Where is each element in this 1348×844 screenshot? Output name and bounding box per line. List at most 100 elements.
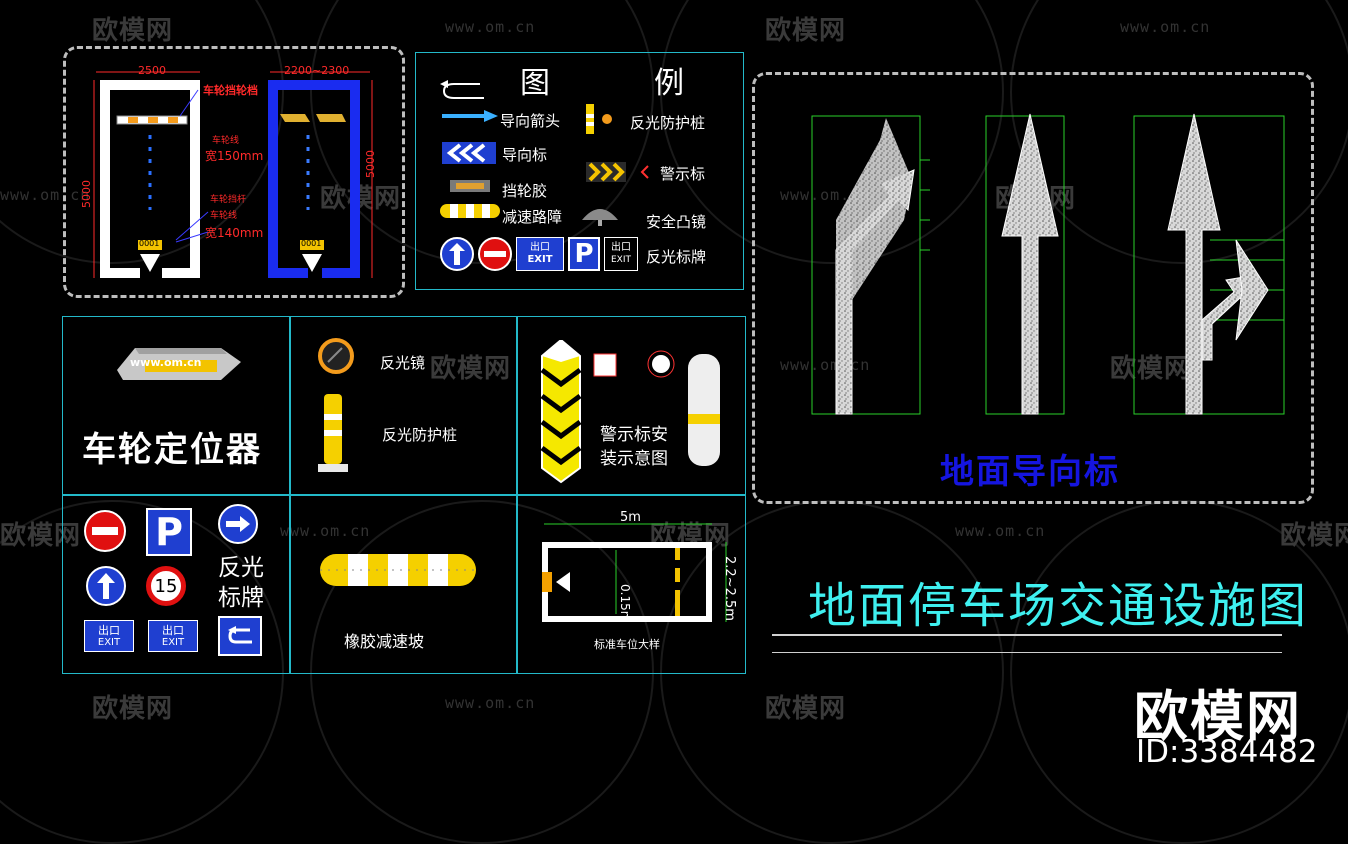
width-dimension-right: 2200~2300 [284, 64, 350, 77]
exit-sign-icon: 出口 EXIT [516, 237, 564, 271]
watermark-brand: 欧模网 [1280, 521, 1348, 551]
reflective-sign-line1: 反光 [218, 555, 264, 581]
mirror-icon [318, 338, 354, 374]
mirror-label: 反光镜 [380, 354, 426, 372]
reflective-post-icon [586, 104, 612, 134]
warning-install-line1: 警示标安 [600, 425, 668, 445]
watermark-url: www.om.cn [1120, 18, 1211, 36]
cell-mirror-post [289, 316, 518, 496]
post-label: 反光防护桩 [382, 426, 458, 444]
legend-label: 警示标 [660, 165, 706, 183]
convex-mirror-icon [582, 209, 618, 226]
arrows-panel-title: 地面导向标 [940, 452, 1120, 492]
legend-title-b: 例 [654, 66, 684, 101]
cell-wheel-locator [62, 316, 291, 496]
note-line: 车轮线 [210, 211, 238, 221]
note-line: 车轮挡杆 [210, 195, 247, 205]
cell-warning-install [516, 316, 746, 496]
warning-install-line2: 装示意图 [600, 449, 668, 469]
speed-bump-icon [440, 204, 500, 218]
right-arrow-sign-icon [218, 504, 258, 544]
exit-cn: 出口 [98, 623, 120, 637]
watermark-brand: 欧模网 [320, 184, 402, 214]
parking-detail-frame [63, 46, 405, 298]
cell-parking-stall [516, 494, 746, 674]
wheel-locator-drawing [117, 348, 241, 380]
stall-tag: 0001 [139, 239, 160, 248]
exit-sign-icon: 出口 EXIT [84, 620, 134, 652]
watermark-url: www.om.cn [280, 522, 371, 540]
exit-sign-icon: 出口 EXIT [148, 620, 198, 652]
legend-label: 反光标牌 [646, 248, 707, 266]
no-entry-sign-icon [478, 237, 512, 271]
width-dimension-left: 2500 [138, 64, 166, 77]
brand-name: 欧模网 [1134, 685, 1302, 748]
ahead-sign-icon [440, 237, 474, 271]
ahead-sign-icon [86, 566, 126, 606]
title-underline [772, 652, 1282, 653]
warning-column-drawing [540, 340, 582, 484]
watermark-brand: 欧模网 [765, 694, 847, 724]
exit-en: EXIT [610, 255, 631, 265]
guide-sign-icon [442, 142, 496, 164]
watermark-url: www.om.cn [445, 694, 536, 712]
exit-en: EXIT [161, 636, 185, 648]
stopper-callout: 车轮挡轮档 [203, 84, 258, 97]
watermark-brand: 欧模网 [92, 694, 174, 724]
exit-cn: 出口 [162, 623, 184, 637]
u-turn-sign-icon [218, 616, 262, 656]
stall-offset-dimension: 0.15m [618, 584, 632, 623]
speed-limit-sign-icon: 15 [146, 566, 186, 606]
warning-sign-icon [586, 162, 649, 182]
no-entry-sign-icon [84, 510, 126, 552]
main-title: 地面停车场交通设施图 [808, 578, 1309, 634]
square-section-icon [593, 353, 617, 377]
note-line: 车轮线 [212, 136, 240, 146]
cell-reflective-signs [62, 494, 291, 674]
stall-caption: 标准车位大样 [594, 638, 660, 651]
u-turn-arrow-icon [440, 80, 484, 99]
legend-label: 导向箭头 [500, 112, 561, 130]
watermark-brand: 欧模网 [92, 16, 174, 46]
height-dimension-right: 5000 [364, 150, 377, 178]
exit-en: EXIT [97, 636, 121, 648]
exit-en: EXIT [527, 254, 553, 265]
exit-cn: 出口 [611, 242, 631, 253]
guide-arrow-icon [442, 110, 498, 122]
note-dimension: 宽140mm [205, 226, 264, 240]
parking-sign-icon: P [568, 237, 600, 271]
cylinder-post-icon [688, 354, 720, 466]
round-section-icon [647, 350, 675, 378]
post-icon [318, 394, 348, 472]
cell-speed-bump [289, 494, 518, 674]
stall-depth-dimension: 2.2~2.5m [722, 556, 737, 621]
parking-sign-icon: P [146, 508, 192, 556]
legend-label: 反光防护桩 [630, 114, 706, 132]
wheel-locator-url: www.om.cn [130, 356, 202, 369]
stall-tag: 0001 [301, 239, 322, 248]
wheel-locator-title: 车轮定位器 [82, 430, 262, 470]
note-dimension: 宽150mm [205, 149, 264, 163]
watermark-brand: 欧模网 [0, 521, 82, 551]
arrows-panel-frame [752, 72, 1314, 504]
legend-label: 导向标 [502, 146, 548, 164]
exit-cn: 出口 [530, 242, 550, 253]
watermark-brand: 欧模网 [430, 354, 512, 384]
stall-width-dimension: 5m [620, 510, 641, 525]
legend-title-a: 图 [520, 66, 550, 101]
reflective-sign-line2: 标牌 [218, 585, 264, 611]
legend-box [415, 52, 744, 290]
title-underline [772, 634, 1282, 636]
legend-label: 减速路障 [502, 208, 563, 226]
watermark-brand: 欧模网 [765, 16, 847, 46]
watermark-brand: 欧模网 [1110, 354, 1192, 384]
exit-sign-outline-icon: 出口 EXIT [604, 237, 638, 271]
ground-arrows-drawing [811, 113, 1285, 415]
watermark-url: www.om.cn [780, 186, 871, 204]
speed-bump-drawing [320, 554, 476, 586]
watermark-url: www.om.cn [955, 522, 1046, 540]
parking-stall-plan [542, 523, 727, 622]
legend-label: 安全凸镜 [646, 213, 707, 231]
brand-id: ID:3384482 [1136, 734, 1318, 770]
legend-label: 挡轮胶 [502, 182, 548, 200]
